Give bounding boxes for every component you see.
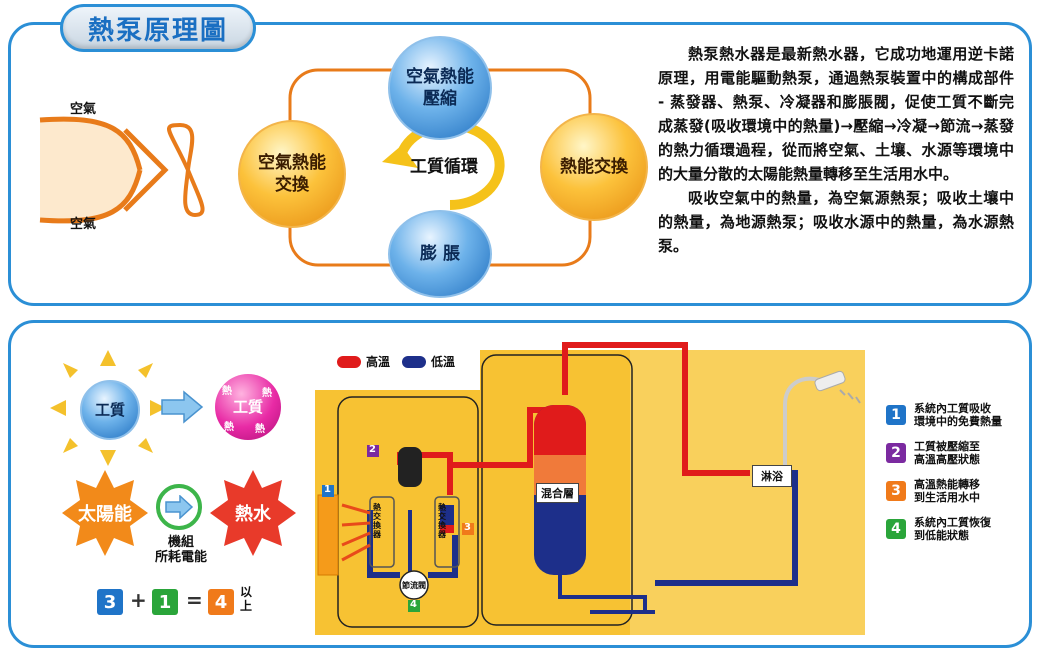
heat-exchanger-1-label: 熱交換器 — [373, 503, 381, 539]
step-4-badge: 4 — [886, 519, 906, 539]
shower-label: 淋浴 — [752, 465, 792, 487]
page-title: 熱泵原理圖 — [60, 4, 256, 52]
hot-mark-2: 熱 — [262, 388, 272, 399]
absorb-arrows-icon — [50, 350, 166, 466]
step-2-text: 工質被壓縮至 高溫高壓狀態 — [914, 440, 980, 466]
description: 熱泵熱水器是最新熱水器，它成功地運用逆卡諾原理，用電能驅動熱泵，通過熱泵裝置中的… — [658, 42, 1014, 258]
marker-1: 1 — [324, 484, 331, 495]
heat-exchanger-2-label: 熱交換器 — [438, 503, 446, 539]
solar-burst-icon — [62, 470, 148, 556]
step-3: 3 高溫熱能轉移 到生活用水中 — [886, 478, 980, 504]
equation-plus: + — [130, 588, 147, 612]
marker-3: 3 — [464, 522, 471, 533]
description-paragraph-1: 熱泵熱水器是最新熱水器，它成功地運用逆卡諾原理，用電能驅動熱泵，通過熱泵裝置中的… — [658, 45, 1014, 183]
legend-high-swatch — [337, 356, 361, 368]
hot-mark-1: 熱 — [222, 386, 232, 397]
node-expand: 膨 脹 — [388, 210, 492, 298]
equation-1: 1 — [152, 589, 178, 615]
air-label-top: 空氣 — [70, 102, 97, 117]
step-3-text: 高溫熱能轉移 到生活用水中 — [914, 478, 980, 504]
legend-low-label: 低溫 — [431, 355, 456, 369]
step-4-text: 系統內工質恢復 到低能狀態 — [914, 516, 991, 542]
marker-2: 2 — [369, 444, 376, 455]
solar-label: 太陽能 — [78, 504, 132, 525]
equation-suffix: 以 上 — [240, 585, 253, 613]
hot-water-label: 熱水 — [235, 504, 271, 525]
arrow-circle-icon — [156, 484, 202, 530]
legend-low-swatch — [402, 356, 426, 368]
equation-4: 4 — [208, 589, 234, 615]
step-2: 2 工質被壓縮至 高溫高壓狀態 — [886, 440, 980, 466]
arrow-right-icon — [161, 390, 204, 424]
hot-water-burst-icon — [210, 470, 296, 556]
mix-layer-label: 混合層 — [536, 483, 579, 503]
medium-node: 工質 — [80, 380, 140, 440]
unit-power-label: 機組 所耗電能 — [154, 535, 207, 565]
step-1-badge: 1 — [886, 405, 906, 425]
step-1-text: 系統內工質吸收 環境中的免費熱量 — [914, 402, 1002, 428]
node-compress: 空氣熱能 壓縮 — [388, 36, 492, 140]
legend-high-label: 高溫 — [366, 355, 391, 369]
node-air-exchange: 空氣熱能 交換 — [238, 120, 346, 228]
step-3-badge: 3 — [886, 481, 906, 501]
marker-4: 4 — [410, 599, 417, 610]
air-label-bottom: 空氣 — [70, 217, 97, 232]
step-1: 1 系統內工質吸收 環境中的免費熱量 — [886, 402, 1002, 428]
hot-mark-3: 熱 — [224, 422, 234, 433]
air-flow-diagram — [39, 116, 205, 224]
cycle-label: 工質循環 — [410, 157, 478, 177]
expansion-valve-label: 節流閥 — [402, 581, 426, 590]
cycle-arrow-icon — [395, 120, 505, 210]
hot-medium-node: 工質 — [215, 374, 281, 440]
hot-mark-4: 熱 — [255, 424, 265, 435]
step-2-badge: 2 — [886, 443, 906, 463]
node-heat-exchange: 熱能交換 — [540, 113, 648, 221]
equation-equals: = — [186, 588, 203, 612]
step-4: 4 系統內工質恢復 到低能狀態 — [886, 516, 991, 542]
equation-3: 3 — [97, 589, 123, 615]
description-paragraph-2: 吸收空氣中的熱量，為空氣源熱泵；吸收土壤中的熱量，為地源熱泵；吸收水源中的熱量，… — [658, 189, 1014, 255]
